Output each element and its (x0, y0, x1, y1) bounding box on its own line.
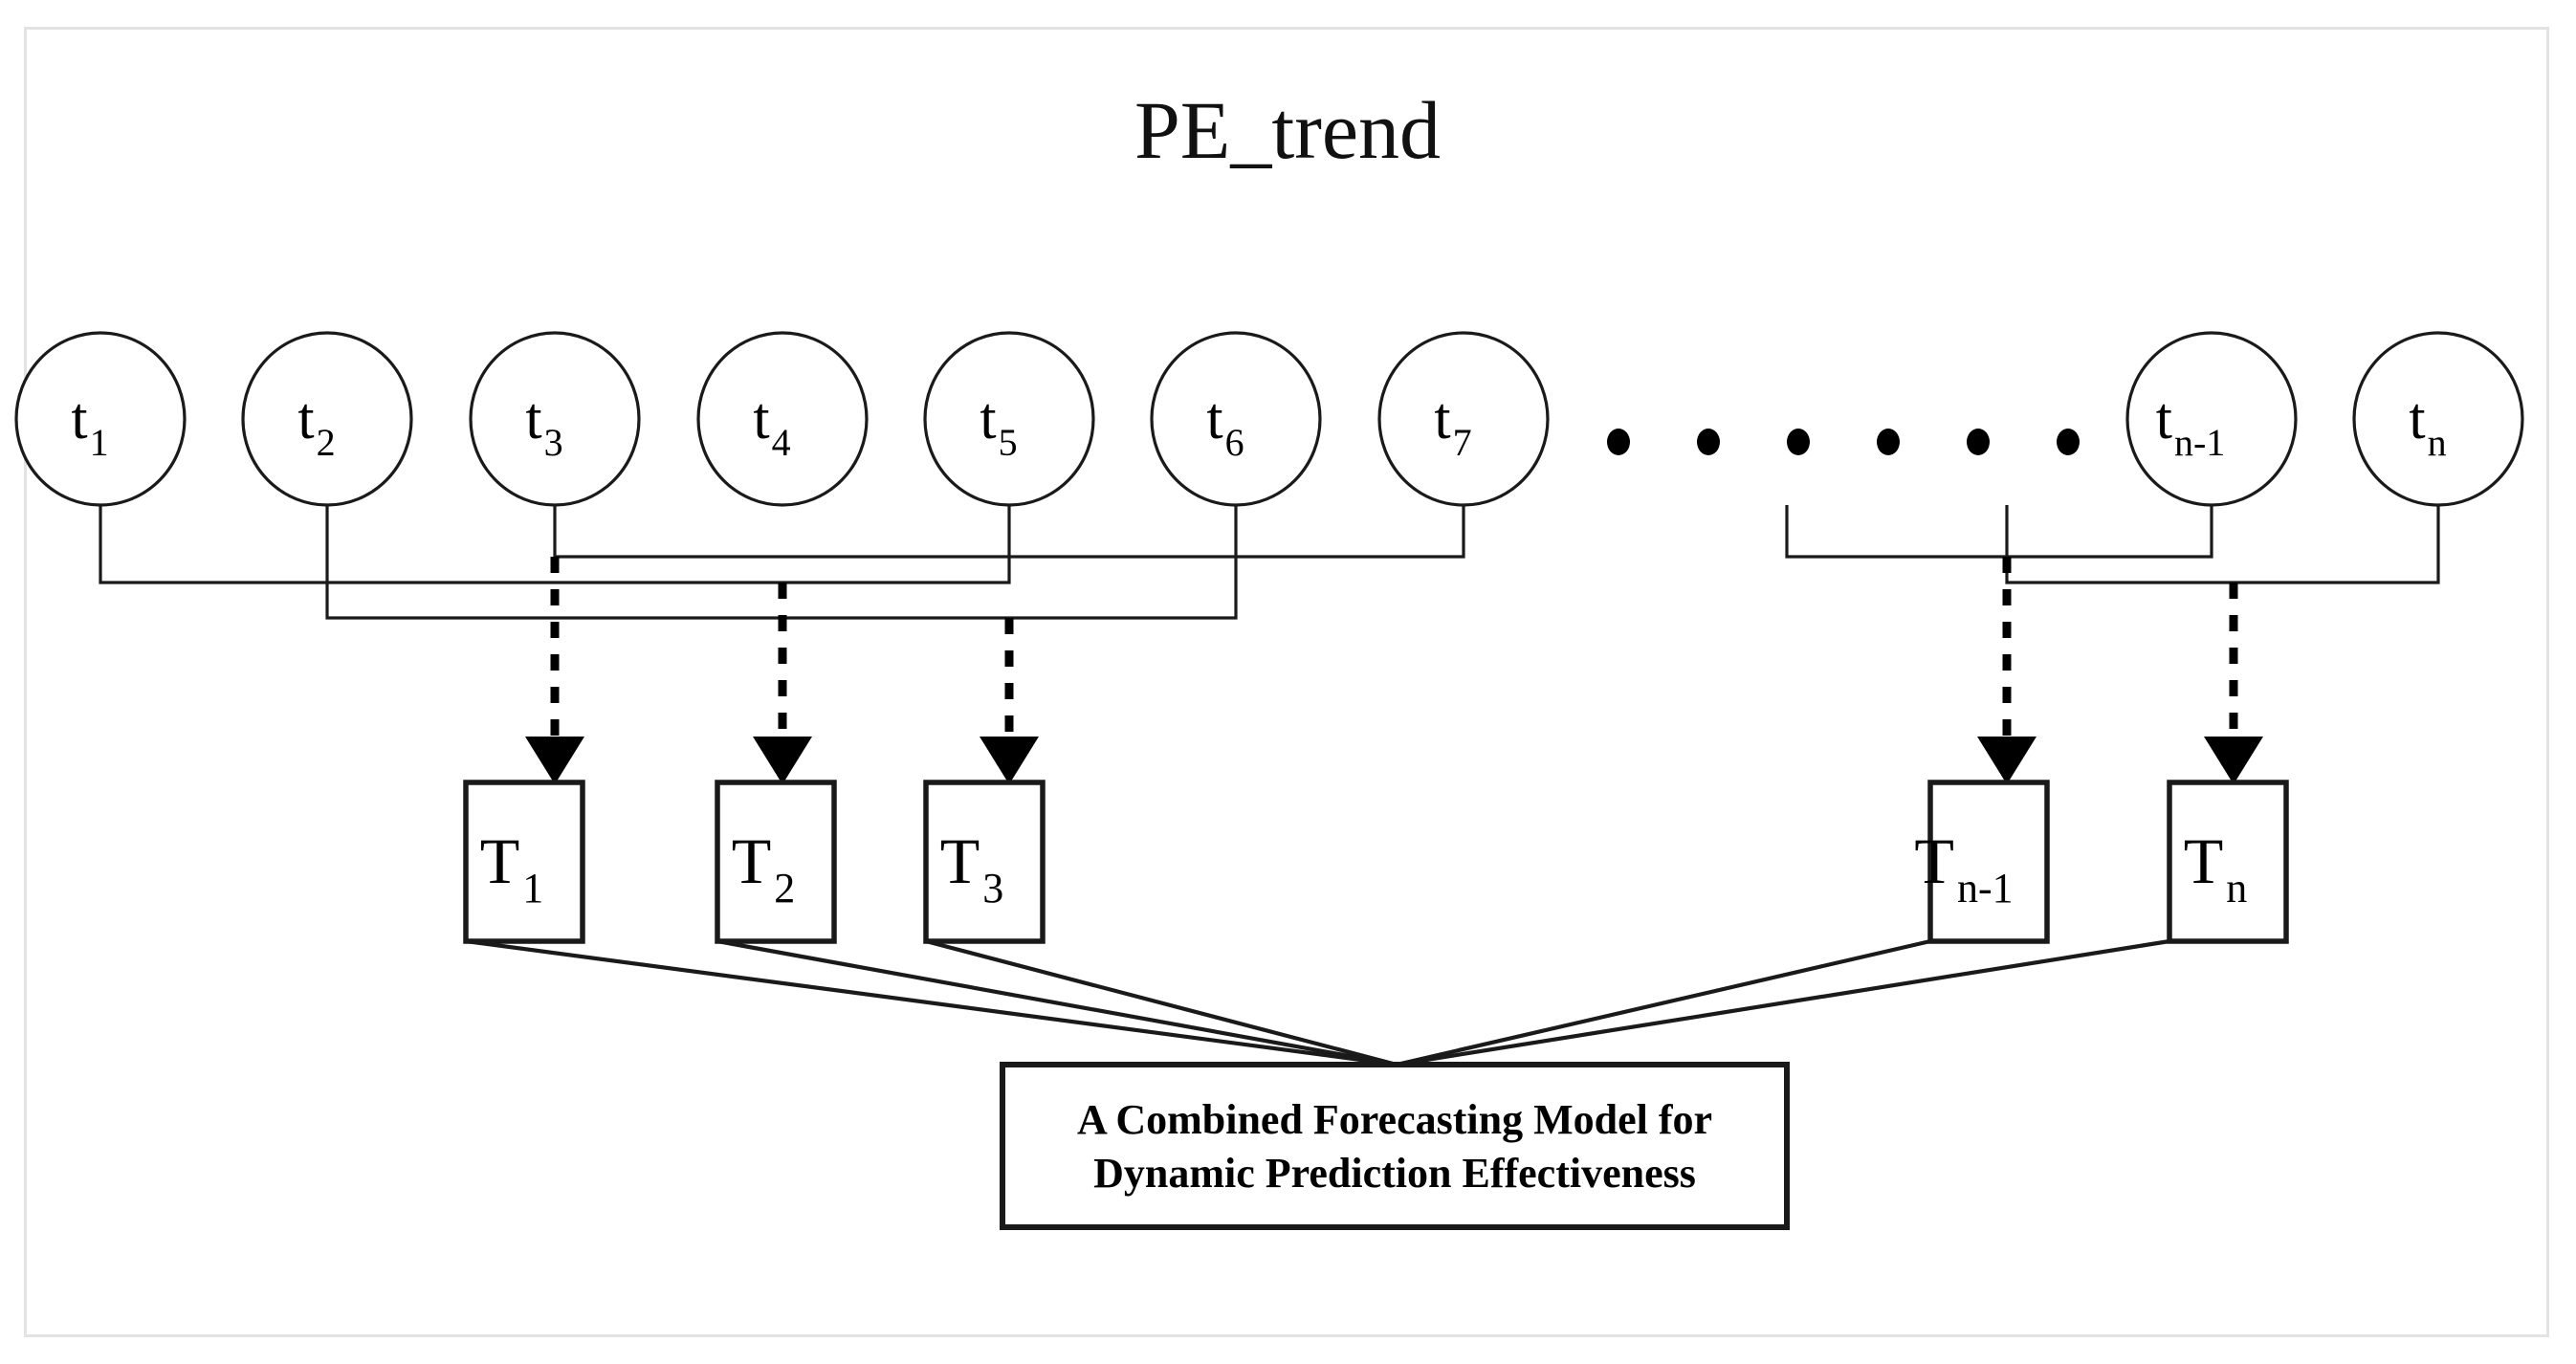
converge-line-Tn (1396, 938, 2170, 1067)
ellipsis-dot (1787, 429, 1810, 455)
diagram-title-group: PE_trend (1134, 84, 1441, 176)
converge-line-T3 (925, 938, 1398, 1067)
trend-box-rect-T1 (463, 780, 585, 944)
dashed-arrow-T1 (525, 557, 584, 784)
window-right-b (2005, 505, 2440, 584)
time-node-circle-t3 (469, 331, 641, 507)
trend-box-sub-T3: 3 (982, 865, 1003, 912)
trend-box-Tn-1: Tn-1 (1914, 780, 2050, 944)
result-box-line-1: A Combined Forecasting Model for (1077, 1096, 1712, 1143)
dashed-arrow-T3 (980, 618, 1039, 784)
converge-line-T2 (716, 938, 1398, 1067)
time-node-sub-t6: 6 (1225, 421, 1244, 464)
trend-box-rect-T3 (923, 780, 1046, 944)
trend-box-T2: T2 (715, 780, 837, 944)
converge-line-T1 (465, 938, 1398, 1067)
trend-box-Tn: Tn (2167, 780, 2289, 944)
result-box-group: A Combined Forecasting Model forDynamic … (1000, 1062, 1790, 1230)
time-node-group: t1 t2 t3 t4 t5 t6 t7 tn-1 tn (14, 331, 2524, 507)
time-node-circle-t4 (696, 331, 869, 507)
window-bracket-group (99, 505, 2440, 620)
time-node-circle-t2 (241, 331, 413, 507)
window-right-a-rail (1785, 505, 2213, 559)
converge-line-Tn-1 (1396, 938, 1931, 1067)
window-t2-t6 (325, 505, 1238, 620)
time-node-sub-tn: n (2428, 421, 2447, 464)
time-node-sub-t4: 4 (772, 421, 791, 464)
ellipsis-dot (1697, 429, 1720, 455)
time-node-tn-1: tn-1 (2125, 331, 2298, 507)
diagram-frame-border (24, 27, 2549, 1337)
arrow-head-T1 (525, 737, 584, 784)
arrow-head-Tn (2204, 737, 2263, 784)
time-node-tn: tn (2352, 331, 2524, 507)
trend-box-sub-T1: 1 (522, 865, 543, 912)
time-node-sub-t1: 1 (90, 421, 109, 464)
ellipsis-dot (1607, 429, 1630, 455)
dashed-arrow-group (525, 557, 2263, 784)
window-right-b-rail (2005, 505, 2440, 584)
window-t1-t5 (99, 505, 1011, 584)
trend-box-rect-Tn-1 (1927, 780, 2050, 944)
result-box-line-2: Dynamic Prediction Effectiveness (1093, 1150, 1696, 1197)
trend-box-sub-Tn-1: n-1 (1957, 865, 2014, 912)
page-title: PE_trend (1134, 84, 1441, 176)
time-node-t2: t2 (241, 331, 413, 507)
trend-box-rect-Tn (2167, 780, 2289, 944)
time-node-circle-t7 (1377, 331, 1550, 507)
time-node-circle-t1 (14, 331, 187, 507)
time-node-circle-tn (2352, 331, 2524, 507)
arrow-head-T3 (980, 737, 1039, 784)
time-node-t5: t5 (923, 331, 1095, 507)
time-node-circle-tn-1 (2125, 331, 2298, 507)
ellipsis-dot (2057, 429, 2080, 455)
time-node-t3: t3 (469, 331, 641, 507)
time-node-t1: t1 (14, 331, 187, 507)
time-node-sub-tn-1: n-1 (2174, 421, 2225, 464)
time-node-t6: t6 (1150, 331, 1322, 507)
trend-box-T3: T3 (923, 780, 1046, 944)
ellipsis-group (1607, 429, 2080, 455)
time-node-sub-t5: 5 (999, 421, 1018, 464)
time-node-t7: t7 (1377, 331, 1550, 507)
converge-line-group (465, 938, 2170, 1067)
arrow-head-Tn-1 (1977, 737, 2037, 784)
trend-box-sub-Tn: n (2226, 865, 2247, 912)
time-node-circle-t5 (923, 331, 1095, 507)
result-box-rect (1000, 1062, 1790, 1230)
window-right-a (1785, 505, 2213, 559)
trend-box-T1: T1 (463, 780, 585, 944)
time-node-sub-t2: 2 (317, 421, 336, 464)
time-node-sub-t3: 3 (544, 421, 563, 464)
trend-box-group: T1 T2 T3 Tn-1 Tn (463, 780, 2289, 944)
ellipsis-dot (1967, 429, 1990, 455)
trend-box-sub-T2: 2 (774, 865, 795, 912)
window-t1-t5-rail (99, 505, 1011, 584)
trend-box-rect-T2 (715, 780, 837, 944)
dashed-arrow-Tn (2204, 583, 2263, 784)
time-node-t4: t4 (696, 331, 869, 507)
dashed-arrow-T2 (753, 583, 812, 784)
dashed-arrow-Tn-1 (1977, 557, 2037, 784)
ellipsis-dot (1877, 429, 1900, 455)
arrow-head-T2 (753, 737, 812, 784)
window-t2-t6-rail (325, 505, 1238, 620)
time-node-circle-t6 (1150, 331, 1322, 507)
time-node-sub-t7: 7 (1453, 421, 1472, 464)
